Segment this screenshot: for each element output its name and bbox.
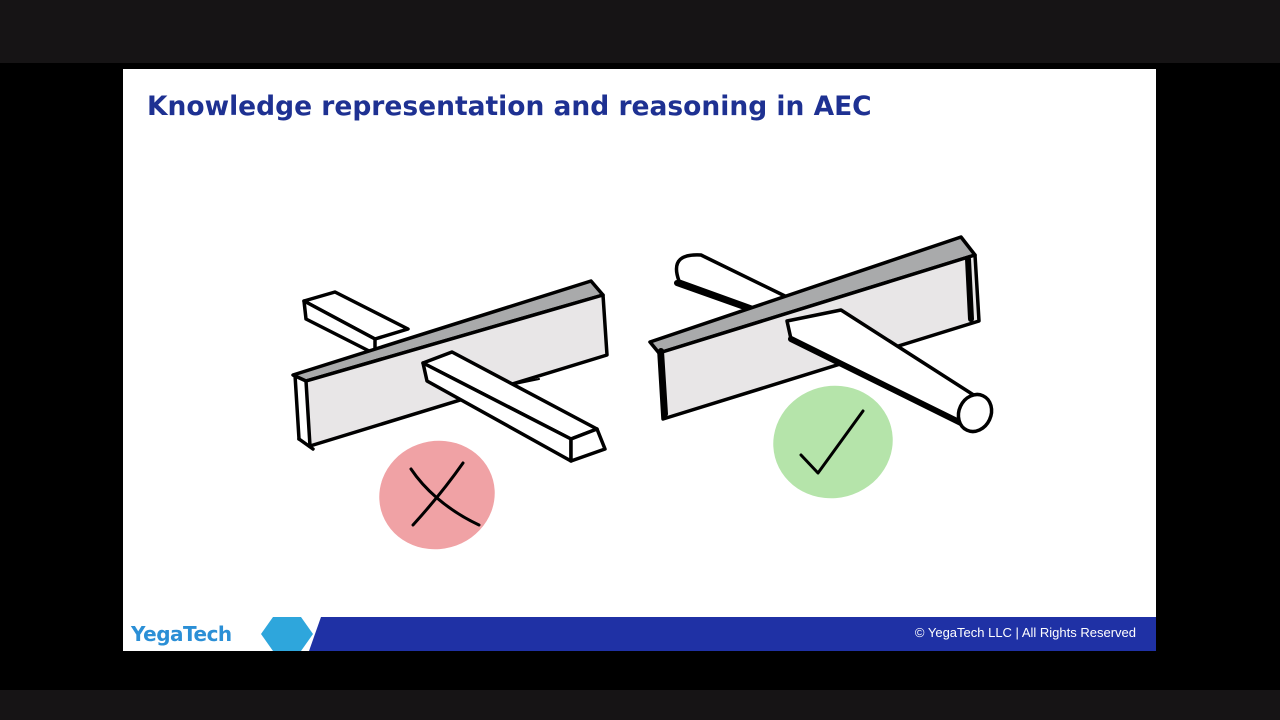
slide-title: Knowledge representation and reasoning i…	[147, 91, 872, 122]
left-back-cross-beam	[302, 290, 410, 356]
presentation-slide: Knowledge representation and reasoning i…	[123, 69, 1156, 651]
top-letterbox-bar	[0, 0, 1280, 63]
correct-badge	[773, 385, 893, 499]
footer-bar	[309, 617, 1156, 651]
beam-intersection-illustration	[291, 235, 994, 550]
incorrect-badge	[379, 440, 495, 550]
yegatech-logo: YegaTech	[131, 619, 232, 649]
left-front-cross-beam	[421, 350, 607, 463]
footer-accent-hexagon	[261, 617, 313, 651]
bottom-letterbox-bar	[0, 690, 1280, 720]
logo-text: YegaTech	[131, 622, 232, 646]
cross-icon	[409, 461, 481, 527]
right-front-cross-member	[785, 308, 994, 434]
copyright-text: © YegaTech LLC | All Rights Reserved	[914, 625, 1136, 640]
checkmark-icon	[799, 409, 865, 475]
